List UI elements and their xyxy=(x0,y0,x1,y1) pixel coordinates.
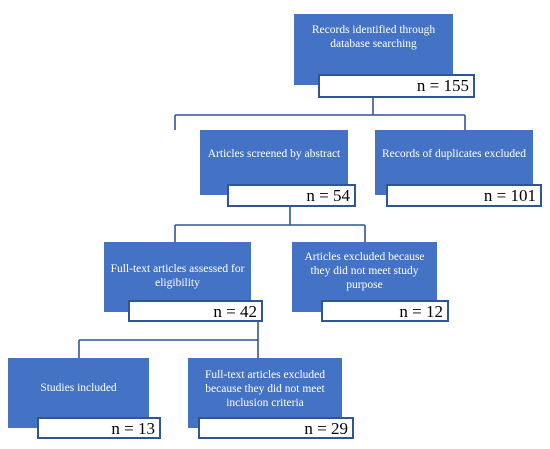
node-studies-included-label: Studies included xyxy=(40,382,117,394)
node-excluded-inclusion-criteria: Full-text articles excluded because they… xyxy=(188,358,342,428)
node-excluded-inclusion-criteria-label: Full-text articles excluded because they… xyxy=(204,369,326,409)
node-records-identified: Records identified through database sear… xyxy=(294,14,453,85)
node-studies-included-count: n = 13 xyxy=(37,417,161,439)
node-duplicates-excluded-label: Records of duplicates excluded xyxy=(381,148,527,160)
node-articles-screened-label: Articles screened by abstract xyxy=(207,148,341,160)
node-records-identified-label: Records identified through database sear… xyxy=(311,24,436,50)
node-articles-screened-count: n = 54 xyxy=(227,184,356,207)
node-duplicates-excluded-count: n = 101 xyxy=(386,184,542,207)
node-fulltext-assessed-count: n = 42 xyxy=(128,300,263,322)
node-excluded-inclusion-criteria-count: n = 29 xyxy=(198,417,354,439)
node-fulltext-assessed-label: Full-text articles assessed for eligibil… xyxy=(110,263,245,289)
node-excluded-study-purpose-label: Articles excluded because they did not m… xyxy=(304,251,425,291)
node-studies-included: Studies included xyxy=(8,358,149,428)
node-excluded-study-purpose-count: n = 12 xyxy=(321,300,449,322)
node-records-identified-count: n = 155 xyxy=(318,74,475,98)
